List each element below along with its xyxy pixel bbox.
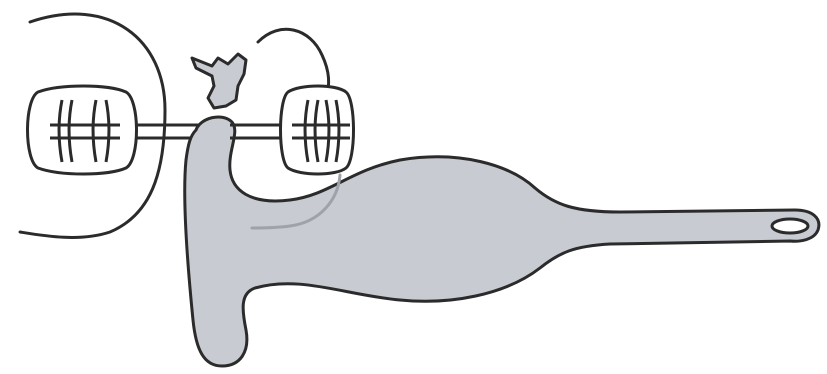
tissue-tag (190, 52, 248, 110)
retractor-body (183, 115, 821, 368)
hidden-edge-line (250, 173, 342, 230)
right-button-pad (279, 84, 355, 176)
left-cord-loop (18, 12, 167, 239)
right-cord-loop (256, 27, 331, 100)
handle-eyelet (770, 217, 810, 235)
left-button-pad (26, 84, 138, 176)
